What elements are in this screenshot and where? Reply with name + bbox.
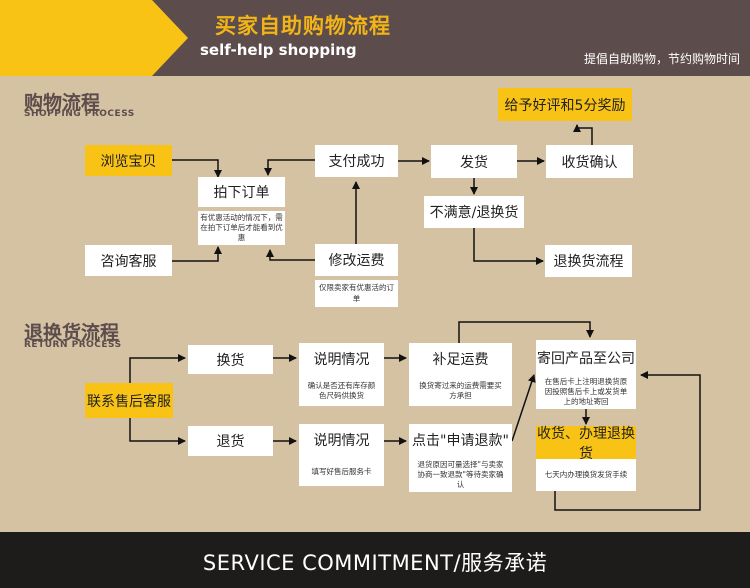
- confirm-box: 收货确认: [546, 145, 633, 178]
- explain1-note: 确认是否还有库存颜色尺码供换货: [307, 380, 376, 400]
- connector-fee-sendback: [458, 321, 594, 345]
- unhappy-box: 不满意/退换货: [424, 196, 524, 228]
- connector-refund-sendback: [511, 374, 536, 442]
- shopping-section-subtitle: SHOPPING PROCESS: [24, 109, 135, 119]
- chevron-arrow-icon: [0, 0, 188, 76]
- explain2-note: 填写好售后服务卡: [311, 466, 372, 476]
- connector-confirm-praise: [573, 124, 593, 145]
- send-back-note: 在售后卡上注明退换货原因投照售后卡上或发货单上的地址寄回: [544, 376, 628, 407]
- shopping-section-title: 购物流程: [24, 92, 101, 114]
- returns-section-subtitle: RETURN PROCESS: [24, 340, 122, 350]
- browse-box: 浏览宝贝: [85, 145, 172, 176]
- send-back-box: 寄回产品至公司: [537, 350, 635, 367]
- receive-box: 收货、办理退换货: [536, 425, 636, 462]
- shipping-fee-note: 换货寄过来的运费需要买方承担: [419, 380, 502, 400]
- returns-section-title: 退换货流程: [24, 322, 120, 344]
- header-banner: 买家自助购物流程 self-help shopping 提倡自助购物，节约购物时…: [0, 0, 750, 76]
- header-tagline: 提倡自助购物，节约购物时间: [583, 52, 740, 66]
- explain1-box: 说明情况: [313, 351, 370, 368]
- connector-contact-refund: [129, 418, 186, 445]
- consult-box: 咨询客服: [85, 245, 172, 276]
- order-box: 拍下订单: [198, 177, 285, 207]
- pay-box: 支付成功: [315, 145, 398, 177]
- return-flow-box: 退换货流程: [545, 245, 632, 277]
- send-back-group: 寄回产品至公司 在售后卡上注明退换货原因投照售后卡上或发货单上的地址寄回: [536, 340, 636, 409]
- header-title: 买家自助购物流程: [215, 14, 391, 38]
- connector-pay-order: [264, 159, 315, 176]
- contact-service-box: 联系售后客服: [85, 383, 173, 418]
- connector-contact-exchange: [129, 354, 186, 383]
- modify-box: 修改运费: [315, 244, 398, 276]
- order-note: 有优惠活动的情况下，需在拍下订单后才能看到优惠: [198, 211, 285, 245]
- exchange-box: 换货: [188, 345, 273, 374]
- refund-box: 退货: [188, 426, 273, 456]
- explain2-group: 说明情况 填写好售后服务卡: [299, 424, 384, 486]
- apply-refund-group: 点击"申请退款" 退货原因可量选择"与卖家协商一致退款"等待卖家确认: [409, 424, 512, 492]
- connector-modify-order: [266, 249, 315, 261]
- receive-note: 七天内办理换货发货手续: [536, 459, 636, 491]
- connector-consult-order: [172, 246, 222, 262]
- connector-browse-order: [172, 159, 222, 178]
- apply-refund-box: 点击"申请退款": [412, 433, 509, 449]
- ship-box: 发货: [431, 145, 517, 178]
- modify-note: 仅限卖家有优惠活的订单: [315, 280, 398, 307]
- footer-text: SERVICE COMMITMENT/服务承诺: [202, 551, 548, 575]
- apply-refund-note: 退货原因可量选择"与卖家协商一致退款"等待卖家确认: [417, 459, 504, 490]
- shipping-fee-group: 补足运费 换货寄过来的运费需要买方承担: [409, 343, 512, 406]
- praise-box: 给予好评和5分奖励: [498, 88, 632, 121]
- footer-banner: SERVICE COMMITMENT/服务承诺: [0, 532, 750, 588]
- connector-unhappy-returnflow: [473, 228, 544, 265]
- connector-receive-sendback-loop: [554, 371, 701, 511]
- header-subtitle: self-help shopping: [200, 41, 357, 59]
- shipping-fee-box: 补足运费: [432, 351, 489, 368]
- explain1-group: 说明情况 确认是否还有库存颜色尺码供换货: [299, 343, 384, 406]
- explain2-box: 说明情况: [313, 433, 370, 449]
